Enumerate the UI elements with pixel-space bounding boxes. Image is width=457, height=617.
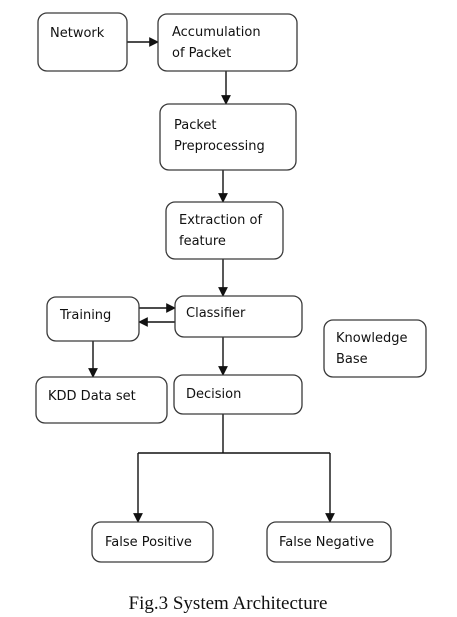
node-knowledge-base: Knowledge Base: [323, 319, 427, 378]
node-classifier-line-1: Classifier: [186, 306, 246, 321]
node-classifier: Classifier: [174, 295, 303, 338]
node-decision-line-1: Decision: [186, 387, 241, 402]
node-accumulation-line-1: Accumulation: [172, 25, 261, 40]
node-preprocessing: Packet Preprocessing: [159, 103, 297, 171]
node-kdd-data-set: KDD Data set: [35, 376, 168, 424]
node-accumulation-line-2: of Packet: [172, 46, 231, 61]
node-accumulation: Accumulation of Packet: [157, 13, 298, 72]
node-false-positive-line-1: False Positive: [105, 535, 192, 550]
node-preprocessing-line-1: Packet: [174, 118, 217, 133]
node-training-line-1: Training: [59, 308, 111, 323]
node-network-line-1: Network: [50, 26, 105, 41]
node-kdd-data-set-line-1: KDD Data set: [48, 389, 136, 404]
node-preprocessing-line-2: Preprocessing: [174, 139, 265, 154]
node-false-negative-line-1: False Negative: [279, 535, 374, 550]
node-extraction-line-1: Extraction of: [179, 213, 262, 228]
edge-decision-split: [138, 414, 330, 454]
node-network: Network: [37, 12, 128, 72]
node-false-negative: False Negative: [266, 521, 392, 563]
node-extraction-line-2: feature: [179, 234, 226, 249]
node-training: Training: [46, 296, 140, 342]
node-decision: Decision: [173, 374, 303, 415]
node-knowledge-base-line-1: Knowledge: [336, 331, 407, 346]
node-extraction: Extraction of feature: [165, 201, 284, 260]
figure-caption: Fig.3 System Architecture: [129, 593, 328, 614]
edges: [88, 37, 335, 523]
node-knowledge-base-line-2: Base: [336, 352, 368, 367]
node-false-positive: False Positive: [91, 521, 214, 563]
